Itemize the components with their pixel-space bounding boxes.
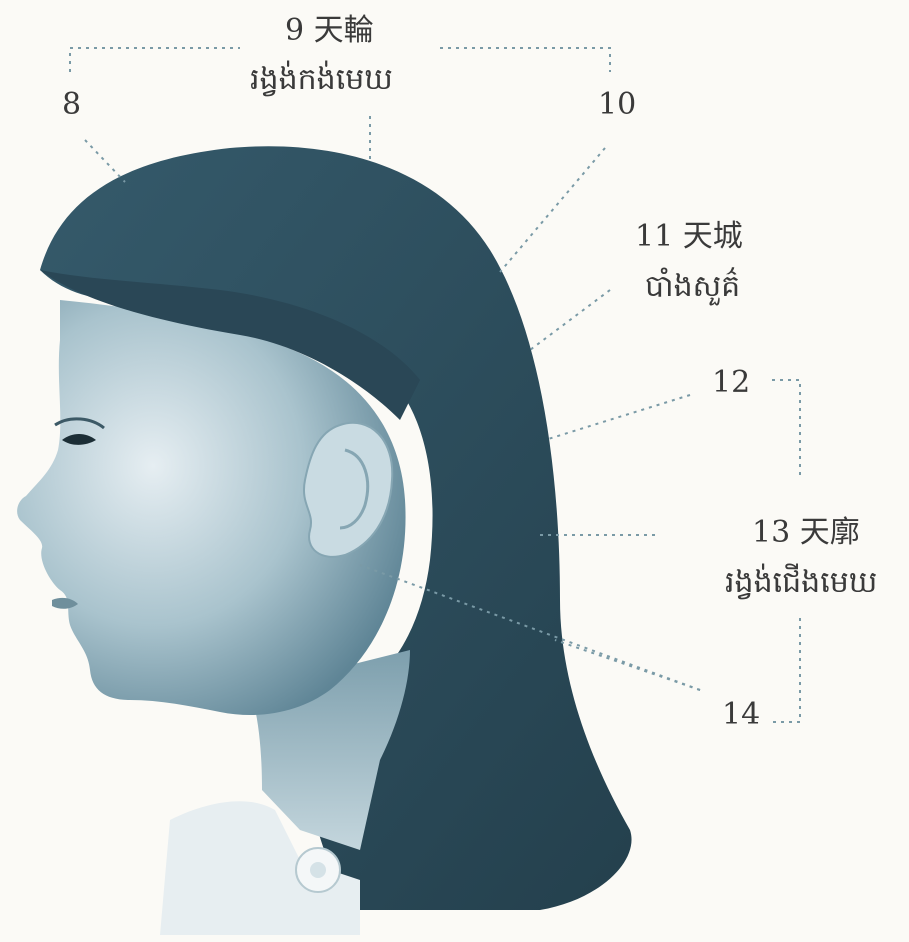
label-8: 8 xyxy=(62,90,81,120)
leader-10 xyxy=(500,148,605,272)
label-13: 13 天廓 xyxy=(752,518,860,548)
label-14: 14 xyxy=(722,700,760,730)
label-13-khmer: រង្វង់ជើងមេឃ xyxy=(725,568,877,598)
leader-8 xyxy=(85,140,125,182)
leader-12 xyxy=(545,395,690,440)
label-9: 9 天輪 xyxy=(285,16,374,46)
leader-14 xyxy=(555,640,700,690)
label-12: 12 xyxy=(712,368,750,398)
leader-13-bracket xyxy=(772,618,800,722)
label-11: 11 天城 xyxy=(635,222,743,252)
label-9-khmer: រង្វង់កង់មេឃ xyxy=(250,65,393,95)
leader-11 xyxy=(530,290,610,350)
leader-12-bracket xyxy=(772,380,800,480)
label-10: 10 xyxy=(598,90,636,120)
label-11-khmer: បាំងសួគ៌ xyxy=(645,272,740,302)
